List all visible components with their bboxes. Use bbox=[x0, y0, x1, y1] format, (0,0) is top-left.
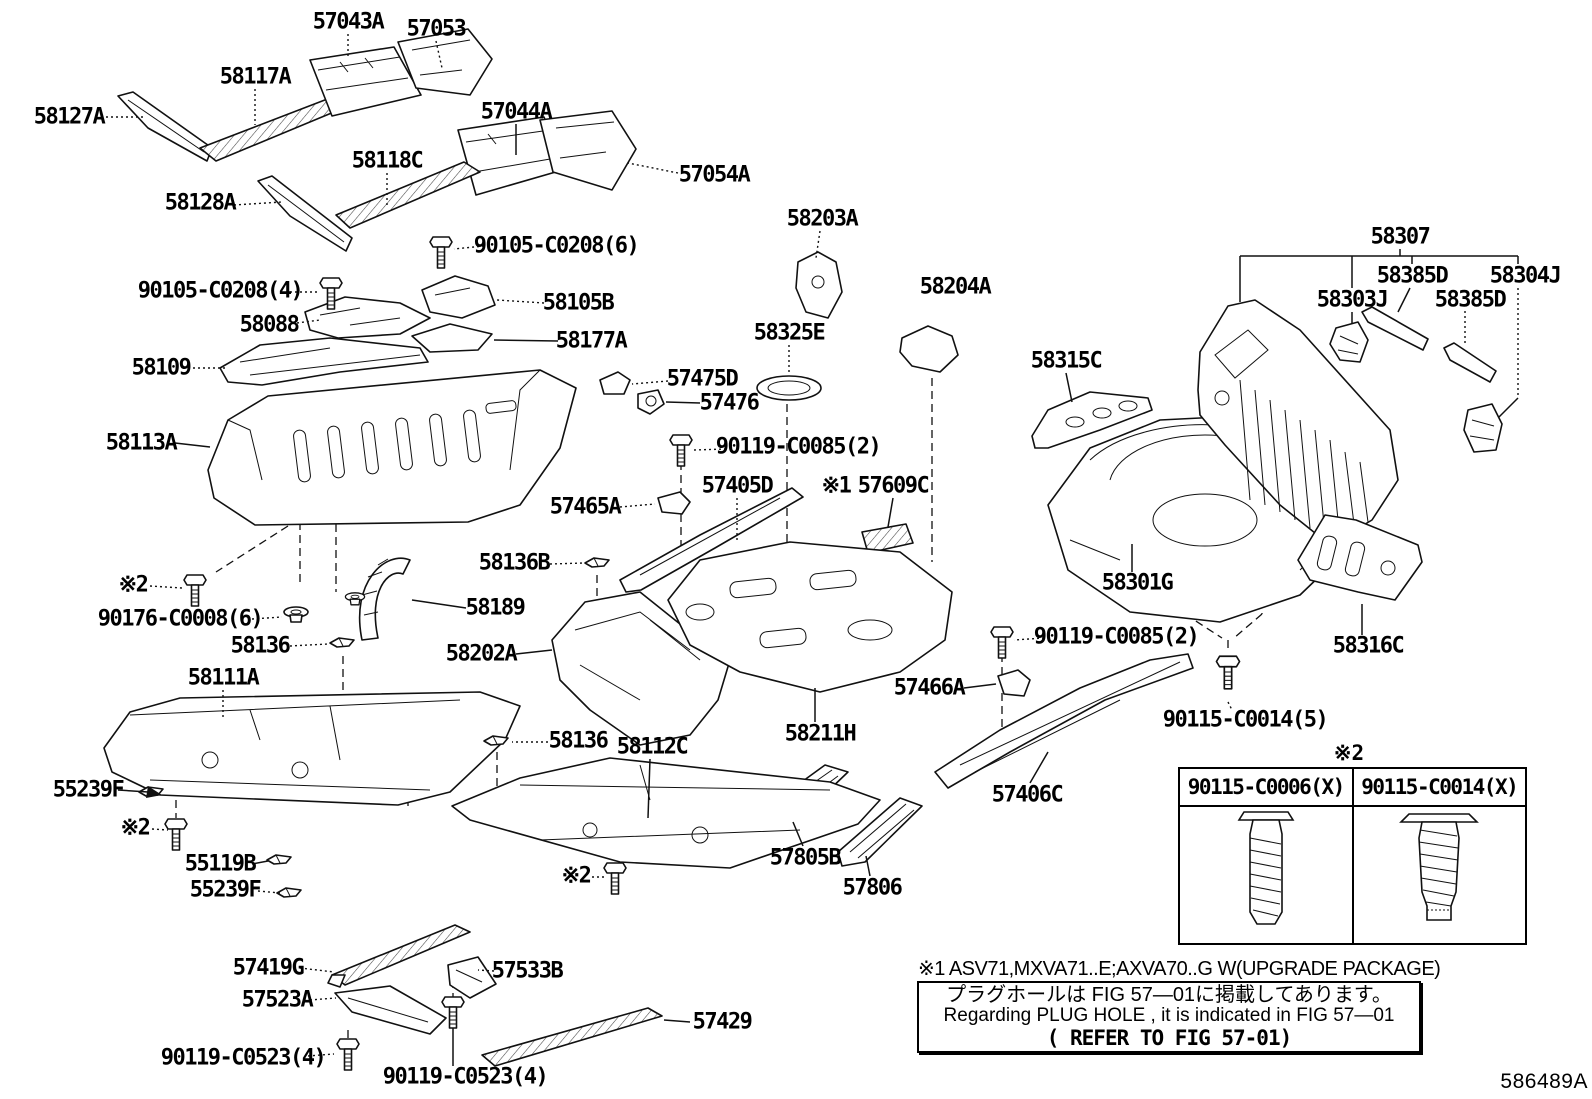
part-label-58118C: 58118C bbox=[351, 148, 424, 174]
part-label-1: ※1 bbox=[821, 473, 852, 499]
part-label-58111A: 58111A bbox=[187, 665, 260, 691]
part-label-90119C05234: 90119-C0523(4) bbox=[160, 1045, 327, 1071]
part-label-57044A: 57044A bbox=[480, 99, 553, 125]
center-floor-pan-drawing bbox=[551, 541, 953, 746]
figure-code: 586489A bbox=[1500, 1070, 1588, 1093]
floor-side-rail-drawings bbox=[117, 28, 637, 252]
part-label-55119B: 55119B bbox=[184, 851, 257, 877]
fastener-column-header-1: 90115-C0006(X) bbox=[1180, 769, 1354, 805]
part-label-58304J: 58304J bbox=[1489, 263, 1562, 289]
fastener-screw-c0014-icon bbox=[1354, 807, 1526, 943]
leader-lines bbox=[101, 34, 1363, 1066]
rear-end-panel-drawing bbox=[1197, 299, 1399, 546]
part-label-57533B: 57533B bbox=[491, 958, 564, 984]
part-label-58128A: 58128A bbox=[164, 190, 237, 216]
plug-hole-note-box: プラグホールは FIG 57—01に掲載してあります。 Regarding PL… bbox=[917, 981, 1421, 1053]
center-bracket-drawings bbox=[599, 251, 1031, 697]
part-label-2: ※2 bbox=[118, 572, 149, 598]
part-label-58385D: 58385D bbox=[1434, 287, 1507, 313]
part-label-90105C02084: 90105-C0208(4) bbox=[137, 278, 304, 304]
under-cover-panel-drawings bbox=[103, 691, 881, 869]
part-label-57475D: 57475D bbox=[666, 366, 739, 392]
rear-end-panel-bracket-lines bbox=[1239, 249, 1519, 421]
part-label-57805B: 57805B bbox=[769, 845, 842, 871]
part-label-57043A: 57043A bbox=[312, 9, 385, 35]
rocker-rail-drawings bbox=[327, 924, 663, 1067]
part-label-58127A: 58127A bbox=[33, 104, 106, 130]
part-label-57054A: 57054A bbox=[678, 162, 751, 188]
part-label-58325E: 58325E bbox=[753, 320, 826, 346]
part-label-57523A: 57523A bbox=[241, 987, 314, 1013]
part-label-57465A: 57465A bbox=[549, 494, 622, 520]
rear-panel-bracket-drawings bbox=[1297, 306, 1503, 601]
part-label-57476: 57476 bbox=[699, 390, 760, 416]
part-label-58113A: 58113A bbox=[105, 430, 178, 456]
part-label-58315C: 58315C bbox=[1030, 348, 1103, 374]
note-asterisk1: ※1 ASV71,MXVA71..E;AXVA70..G W(UPGRADE P… bbox=[918, 958, 1441, 980]
part-label-58211H: 58211H bbox=[784, 721, 857, 747]
fastener-column-header-2: 90115-C0014(X) bbox=[1361, 775, 1519, 799]
fastener-screw-c0006-icon bbox=[1180, 807, 1354, 943]
part-label-90176C00086: 90176-C0008(6) bbox=[97, 606, 264, 632]
part-label-90105C02086: 90105-C0208(6) bbox=[473, 233, 640, 259]
part-label-2: ※2 bbox=[561, 863, 592, 889]
part-label-58117A: 58117A bbox=[219, 64, 292, 90]
part-label-57053: 57053 bbox=[406, 16, 467, 42]
part-label-90119C00852: 90119-C0085(2) bbox=[715, 434, 882, 460]
note-line-en: Regarding PLUG HOLE , it is indicated in… bbox=[943, 1005, 1395, 1026]
part-label-55239F: 55239F bbox=[52, 777, 125, 803]
part-label-58136B: 58136B bbox=[478, 550, 551, 576]
part-label-58105B: 58105B bbox=[542, 290, 615, 316]
part-label-58316C: 58316C bbox=[1332, 633, 1405, 659]
part-label-90119C05234: 90119-C0523(4) bbox=[382, 1064, 549, 1090]
note-line-refer: ( REFER TO FIG 57-01) bbox=[1046, 1025, 1293, 1050]
part-label-58307: 58307 bbox=[1370, 224, 1431, 250]
part-label-58204A: 58204A bbox=[919, 274, 992, 300]
part-label-58088: 58088 bbox=[239, 312, 300, 338]
part-label-58136: 58136 bbox=[230, 633, 291, 659]
part-label-57406C: 57406C bbox=[991, 782, 1064, 808]
note-line-jp: プラグホールは FIG 57—01に掲載してあります。 bbox=[946, 984, 1392, 1006]
fastener-table-asterisk: ※2 bbox=[1333, 741, 1365, 765]
fastener-table: 90115-C0006(X) 90115-C0014(X) bbox=[1178, 767, 1527, 945]
part-label-58385D: 58385D bbox=[1376, 263, 1449, 289]
part-label-90115C00145: 90115-C0014(5) bbox=[1162, 707, 1329, 733]
part-label-57419G: 57419G bbox=[232, 955, 305, 981]
part-label-57405D: 57405D bbox=[701, 473, 774, 499]
part-label-58112C: 58112C bbox=[616, 734, 689, 760]
part-label-58203A: 58203A bbox=[786, 206, 859, 232]
part-label-58303J: 58303J bbox=[1316, 287, 1389, 313]
part-label-58177A: 58177A bbox=[555, 328, 628, 354]
part-label-58109: 58109 bbox=[131, 355, 192, 381]
part-label-57806: 57806 bbox=[842, 875, 903, 901]
part-label-57429: 57429 bbox=[692, 1009, 753, 1035]
part-label-57466A: 57466A bbox=[893, 675, 966, 701]
floor-duct-drawing bbox=[358, 557, 411, 641]
front-floor-panel-drawing bbox=[207, 369, 577, 526]
part-label-58136: 58136 bbox=[548, 728, 609, 754]
part-label-57609C: 57609C bbox=[857, 473, 930, 499]
part-label-58301G: 58301G bbox=[1101, 570, 1174, 596]
part-label-2: ※2 bbox=[120, 815, 151, 841]
part-label-55239F: 55239F bbox=[189, 877, 262, 903]
part-label-58189: 58189 bbox=[465, 595, 526, 621]
part-label-90119C00852: 90119-C0085(2) bbox=[1033, 624, 1200, 650]
part-label-58202A: 58202A bbox=[445, 641, 518, 667]
floor-brace-drawings bbox=[219, 275, 496, 386]
